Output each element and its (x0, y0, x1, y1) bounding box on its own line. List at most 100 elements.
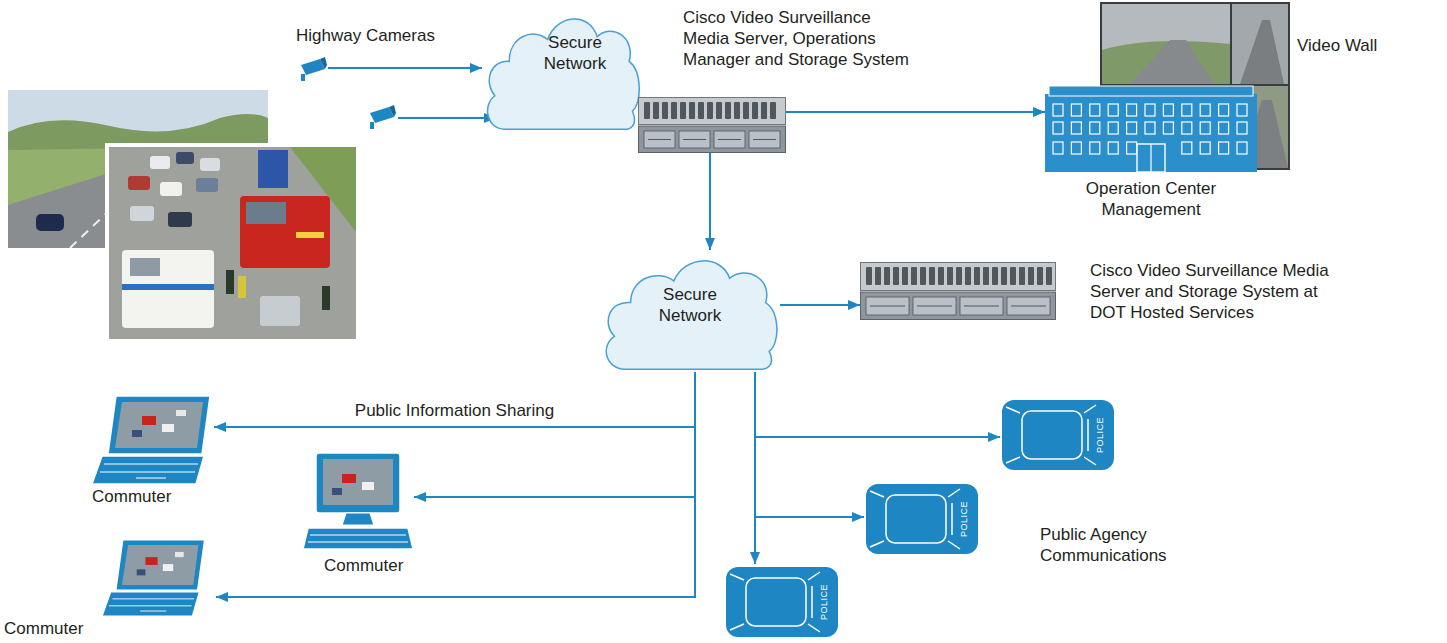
commuter-laptop-shape (94, 538, 216, 618)
connector-arrow (214, 372, 695, 427)
server-rack-shape (638, 97, 786, 153)
server-rack-shape-part (1037, 267, 1043, 285)
commuter-desktop-shape-part (342, 474, 356, 483)
operation-center-building-shape-part (1182, 104, 1192, 116)
video-wall-label: Video Wall (1297, 35, 1377, 56)
operation-center-building-shape-part (1108, 142, 1118, 154)
commuter-laptop-shape-part (145, 557, 157, 565)
operation-center-building-shape-part (1219, 122, 1229, 134)
server-rack-shape-part (938, 267, 944, 285)
commuter-laptop-shape-part (163, 564, 173, 571)
server-rack-shape-part (913, 297, 956, 315)
commuter-laptop-shape-part (108, 396, 210, 454)
accident-photo-part (150, 156, 170, 169)
server-rack-shape-part (956, 267, 962, 285)
server-rack-shape-part (917, 306, 952, 307)
operation-center-building-shape-part (1237, 104, 1247, 116)
operation-center-building-shape-part (1071, 122, 1081, 134)
commuter-laptop-shape-part (92, 456, 204, 484)
police-car-shape-part (730, 572, 820, 632)
commuter-desktop: Commuter (302, 452, 414, 578)
server-rack-shape-part (911, 267, 917, 285)
commuter-desktop-shape-part (316, 453, 400, 513)
server-rack-shape-part (698, 102, 704, 119)
operation-center-building-shape-part (1145, 122, 1155, 134)
server-rack-shape-part (893, 267, 899, 285)
operation-center-building-shape-part (1108, 122, 1118, 134)
server-rack-shape-part (716, 102, 722, 119)
building-label: Operation Center Management (1051, 178, 1251, 220)
police-marking: POLICE (956, 501, 972, 537)
server-rack-shape-part (1046, 267, 1052, 285)
agency-label: Public Agency Communications (1040, 524, 1190, 566)
operation-center-building-shape-part (1127, 104, 1137, 116)
operation-center-building-shape-part (1053, 142, 1063, 154)
accident-photo-part (200, 158, 220, 171)
server-rack-shape-part (770, 102, 776, 119)
police-car-shape-part (870, 489, 960, 549)
camera-icon (370, 105, 396, 129)
accident-photo-part (226, 270, 234, 294)
server-rack-shape-part (648, 139, 671, 140)
accident-photo-part (128, 176, 150, 190)
operation-center-building-shape (1045, 84, 1257, 172)
server-rack-shape-part (680, 102, 686, 119)
server-rack-shape-part (1007, 297, 1050, 315)
server-rack-shape-part (1019, 267, 1025, 285)
server-rack-shape-part (671, 102, 677, 119)
server-rack-shape-part (875, 267, 881, 285)
connector-arrow (755, 372, 1000, 437)
server-rack-shape-part (1011, 306, 1046, 307)
operation-center-building-shape-part (1182, 122, 1192, 134)
server-rack-shape-part (662, 102, 668, 119)
commuter-desktop-shape-part (332, 488, 342, 495)
video-wall-part (1130, 40, 1214, 84)
police-car-shape-part (746, 578, 806, 626)
commuter-laptop-shape-part (115, 402, 203, 448)
operation-center-building-shape-part (1145, 104, 1155, 116)
edge-label: Public Information Sharing (352, 400, 557, 421)
server-rack-shape-part (866, 297, 909, 315)
server-rack-shape-part (752, 102, 758, 119)
operation-center-building-shape-part (1108, 104, 1118, 116)
connector-arrow (328, 67, 482, 69)
operation-center-building-shape-part (1237, 122, 1247, 134)
police-car-shape-part (1002, 400, 1114, 470)
video-wall-part (1232, 4, 1288, 84)
operation-center-building-shape-part (1053, 122, 1063, 134)
server-rack-shape (860, 262, 1056, 320)
server-rack-shape-part (974, 267, 980, 285)
commuter-laptop-shape-part (109, 599, 194, 611)
accident-photo-part (246, 202, 286, 224)
operation-center-building-shape-part (1090, 142, 1100, 154)
police-car-shape-part (866, 484, 978, 554)
video-wall-part (1240, 20, 1284, 84)
camera-arrow-part (398, 117, 496, 119)
operation-center-building-shape-part (1182, 142, 1192, 154)
accident-photo-part (130, 206, 154, 221)
police-car: POLICE (864, 481, 980, 557)
accident-photo-part (296, 232, 324, 238)
commuter-desktop-shape-part (323, 459, 393, 505)
connector-arrow (755, 372, 864, 517)
server-rack-shape-part (884, 267, 890, 285)
police-car: POLICE (1000, 397, 1116, 473)
network-cloud-shape-part (606, 261, 777, 369)
server-rack-shape-part (992, 267, 998, 285)
operation-center-building-shape-part (1127, 142, 1137, 154)
server-rack-shape-part (707, 102, 713, 119)
operation-center-building-shape-part (1163, 104, 1173, 116)
operation-center-building-shape-part (1090, 104, 1100, 116)
operation-center-building-shape-part (1200, 142, 1210, 154)
connector-arrow (216, 372, 695, 597)
accident-photo-part (122, 250, 214, 328)
accident-photo-part (258, 150, 288, 188)
commuter-laptop-shape-part (132, 430, 142, 437)
connector-arrow (709, 153, 711, 250)
server-rack-shape-part (639, 126, 786, 153)
video-wall-part (1102, 4, 1230, 84)
police-marking: POLICE (1092, 417, 1108, 453)
accident-photo-part (322, 286, 330, 310)
server-rack-shape-part (639, 98, 786, 125)
